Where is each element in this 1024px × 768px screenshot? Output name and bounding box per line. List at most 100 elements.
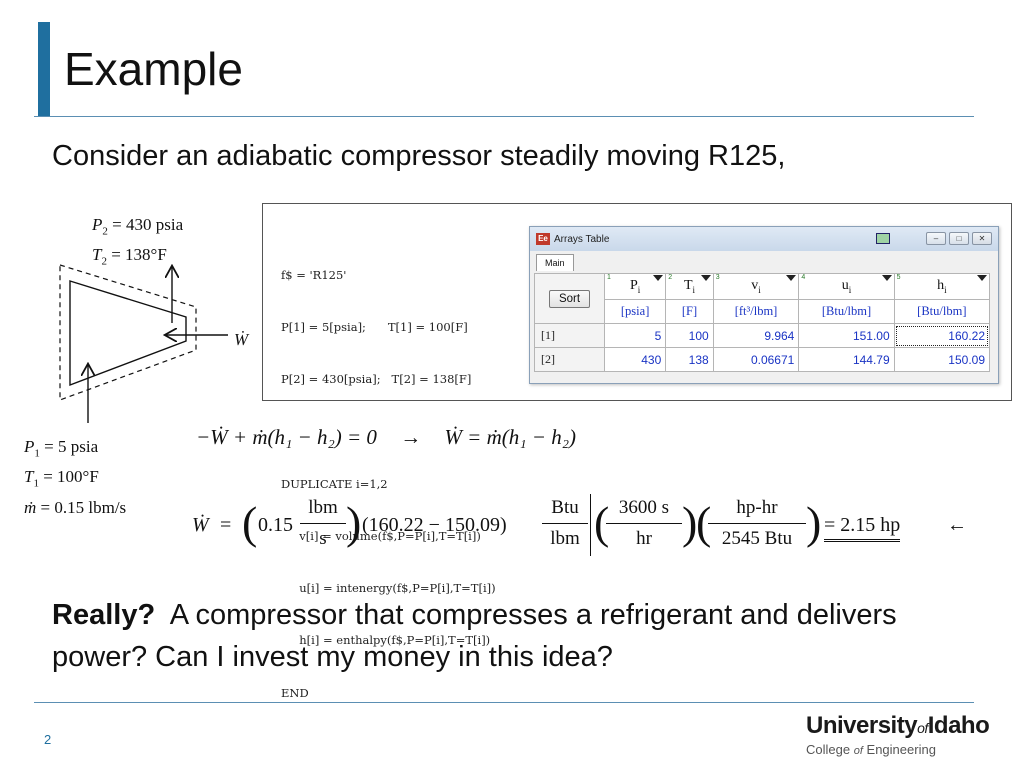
code-line: END <box>281 685 309 700</box>
compressor-drawing <box>59 264 228 423</box>
column-number: 1 <box>607 274 611 281</box>
question-bold: Really? <box>52 599 156 631</box>
column-subscript: i <box>758 284 761 295</box>
paren-open: ( <box>696 497 712 548</box>
code-line: v[i] = volume(f$,P=P[i],T=T[i]) <box>281 528 481 543</box>
hp-num: hp-hr <box>736 497 778 518</box>
maximize-icon[interactable]: □ <box>949 232 969 245</box>
column-subscript: i <box>848 284 852 295</box>
work-label: Ẇ <box>234 330 249 349</box>
t2-subscript: 2 <box>101 255 107 268</box>
dropdown-icon[interactable] <box>977 275 987 281</box>
tab-strip: Main <box>530 251 998 271</box>
table-cell[interactable]: 100 <box>665 323 714 348</box>
table-cell[interactable]: 138 <box>665 347 714 372</box>
table-cell[interactable]: 150.09 <box>893 347 991 372</box>
hp-conversion: hp-hr 2545 Btu <box>708 496 806 551</box>
ees-code: f$ = 'R125' P[1] = 5[psia]; T[1] = 100[F… <box>281 232 496 737</box>
code-line: P[1] = 5[psia]; T[1] = 100[F] <box>281 320 468 335</box>
page-number: 2 <box>44 732 52 747</box>
college-logo: College of Engineering <box>806 742 936 757</box>
title-accent-bar <box>38 22 50 116</box>
column-symbol: v <box>751 278 759 294</box>
tab-main[interactable]: Main <box>536 254 574 271</box>
mass-unit-den: s <box>319 528 327 549</box>
paren-close: ) <box>806 497 822 548</box>
mdot-value: = 0.15 lbm/s <box>40 497 127 517</box>
fraction-bar <box>708 523 806 524</box>
table-cell[interactable]: 0.06671 <box>712 347 800 372</box>
t1-symbol: T <box>24 467 34 487</box>
control-volume-boundary <box>59 264 197 401</box>
column-subscript: i <box>944 284 947 295</box>
mass-unit-num: lbm <box>308 497 338 518</box>
dropdown-icon[interactable] <box>881 275 892 281</box>
dropdown-icon[interactable] <box>786 275 797 281</box>
mdot-symbol: ṁ <box>24 497 37 517</box>
minimize-icon[interactable]: – <box>926 232 946 245</box>
p2-symbol: P <box>92 215 103 234</box>
sort-button[interactable]: Sort <box>548 289 591 308</box>
column-unit: [Btu/lbm] <box>893 299 991 324</box>
column-symbol: P <box>629 278 638 294</box>
logo-engineering: Engineering <box>866 742 936 757</box>
energy-balance-equation: −Ẇ + ṁ(h₁ − h₂) = 0 → Ẇ = ṁ(h₁ − h₂) <box>196 425 576 450</box>
column-symbol: h <box>937 278 945 294</box>
dropdown-icon[interactable] <box>700 275 711 281</box>
table-cell-selected[interactable]: 160.22 <box>893 323 991 348</box>
p1-symbol: P <box>24 437 35 456</box>
fraction-bar <box>606 523 682 524</box>
power-result: = 2.15 hp <box>824 514 901 542</box>
compressor-body <box>69 280 187 387</box>
table-cell[interactable]: 9.964 <box>712 323 800 348</box>
sort-cell: Sort <box>534 273 605 324</box>
paren-close: ) <box>682 497 698 548</box>
t1-value: = 100°F <box>43 467 99 487</box>
paren-close: ) <box>346 497 362 548</box>
fraction-bar <box>300 523 346 524</box>
column-unit: [ft³/lbm] <box>712 299 800 324</box>
power-calculation-equation: Ẇ = ( 0.15 lbm s ) (160.22 − 150.09) Btu… <box>192 492 982 562</box>
column-number: 3 <box>715 274 720 281</box>
question-text: Really? A compressor that compresses a r… <box>52 594 952 678</box>
row-label[interactable]: [2] <box>534 347 605 372</box>
table-cell[interactable]: 5 <box>603 323 667 348</box>
code-line: u[i] = intenergy(f$,P=P[i],T=T[i]) <box>281 581 496 596</box>
code-line: DUPLICATE i=1,2 <box>281 476 388 491</box>
intro-text: Consider an adiabatic compressor steadil… <box>52 140 786 172</box>
p2-value: = 430 psia <box>112 215 184 234</box>
p2-subscript: 2 <box>102 225 108 238</box>
column-header[interactable]: 3 vi <box>712 273 800 300</box>
table-row: [1] 5 100 9.964 151.00 160.22 <box>534 323 991 348</box>
table-cell[interactable]: 144.79 <box>798 347 895 372</box>
ees-screenshot: f$ = 'R125' P[1] = 5[psia]; T[1] = 100[F… <box>262 203 1012 700</box>
unit-row: [psia] [F] [ft³/lbm] [Btu/lbm] [Btu/lbm] <box>535 299 991 324</box>
table-cell[interactable]: 151.00 <box>798 323 895 348</box>
unit-bar <box>590 494 591 556</box>
logo-college: College <box>806 742 851 757</box>
mass-units: lbm s <box>300 496 346 551</box>
btu-units: Btu lbm <box>542 496 588 551</box>
hp-den: 2545 Btu <box>721 528 793 549</box>
t1-subscript: 1 <box>33 477 39 490</box>
close-icon[interactable]: ✕ <box>972 232 992 245</box>
column-subscript: i <box>692 284 696 295</box>
column-unit: [F] <box>665 299 714 324</box>
time-num: 3600 s <box>618 497 670 518</box>
column-subscript: i <box>637 284 641 295</box>
table-cell[interactable]: 430 <box>603 347 667 372</box>
row-label[interactable]: [1] <box>534 323 605 348</box>
dropdown-icon[interactable] <box>653 275 664 281</box>
p1-value: = 5 psia <box>44 437 99 456</box>
window-titlebar[interactable]: Ee Arrays Table – □ ✕ <box>530 227 998 251</box>
table-options-icon[interactable] <box>876 233 890 244</box>
title-divider <box>34 116 974 117</box>
window-title: Arrays Table <box>554 233 610 245</box>
